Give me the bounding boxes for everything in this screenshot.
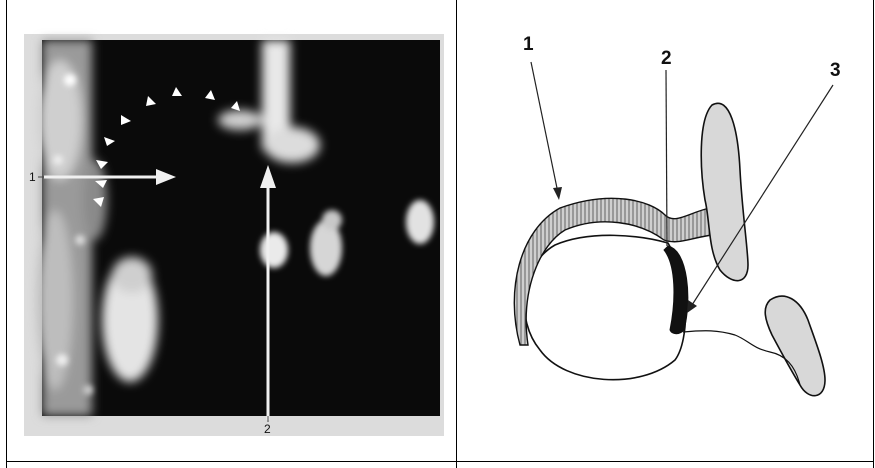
ultrasound-marker-2: 2 [264, 422, 271, 436]
schematic-panel: 1 2 3 [457, 0, 875, 468]
leader-3-arrowhead [687, 300, 697, 313]
femoral-head [524, 235, 685, 379]
schematic-diagram [457, 0, 875, 468]
femoral-echo [102, 257, 158, 382]
ultrasound-panel: 1 2 [0, 0, 457, 468]
ultrasound-marker-1: 1 [29, 170, 36, 184]
diagram-label-3: 3 [830, 60, 841, 82]
diagram-label-1: 1 [523, 34, 534, 56]
ultrasound-image [0, 0, 457, 468]
leader-1-arrowhead [553, 187, 562, 200]
diagram-label-2: 2 [661, 48, 672, 70]
lower-bone [765, 296, 825, 396]
